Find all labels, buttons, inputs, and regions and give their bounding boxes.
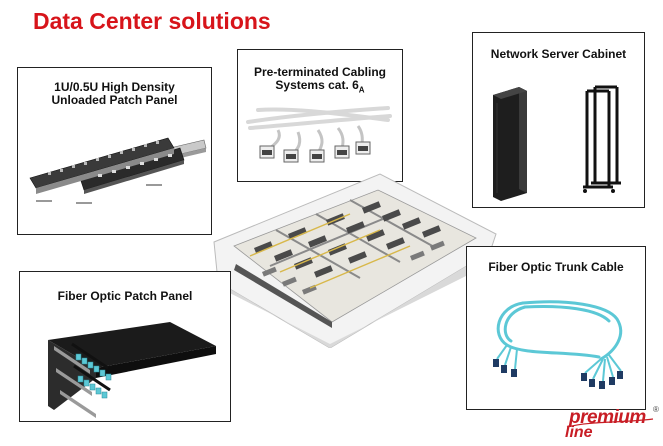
trunk-cable-image [493, 300, 623, 389]
cabinet-title: Network Server Cabinet [490, 47, 627, 61]
cabinet-card[interactable]: Network Server Cabinet [472, 32, 645, 208]
cabling-title: Pre-terminated Cabling Systems cat. 6A [253, 65, 387, 95]
patch-panel-title: 1U/0.5U High Density Unloaded Patch Pane… [51, 80, 178, 107]
page-title: Data Center solutions [33, 8, 271, 34]
cabling-card[interactable]: Pre-terminated Cabling Systems cat. 6A [237, 49, 403, 182]
premium-line-logo: premium line ® [561, 405, 661, 443]
trunk-cable-card[interactable]: Fiber Optic Trunk Cable [466, 246, 646, 410]
cabling-image [246, 106, 392, 163]
patch-panel-image [29, 137, 207, 204]
cabinet-image [493, 85, 621, 201]
fiber-patch-panel-image [48, 322, 216, 418]
data-center-floor-image [213, 173, 497, 348]
patch-panel-card[interactable]: 1U/0.5U High Density Unloaded Patch Pane… [17, 67, 212, 235]
fiber-patch-panel-card[interactable]: Fiber Optic Patch Panel [19, 271, 231, 422]
logo-swoosh-icon [566, 418, 654, 428]
trunk-cable-title: Fiber Optic Trunk Cable [488, 260, 624, 274]
fiber-patch-panel-title: Fiber Optic Patch Panel [57, 289, 193, 303]
